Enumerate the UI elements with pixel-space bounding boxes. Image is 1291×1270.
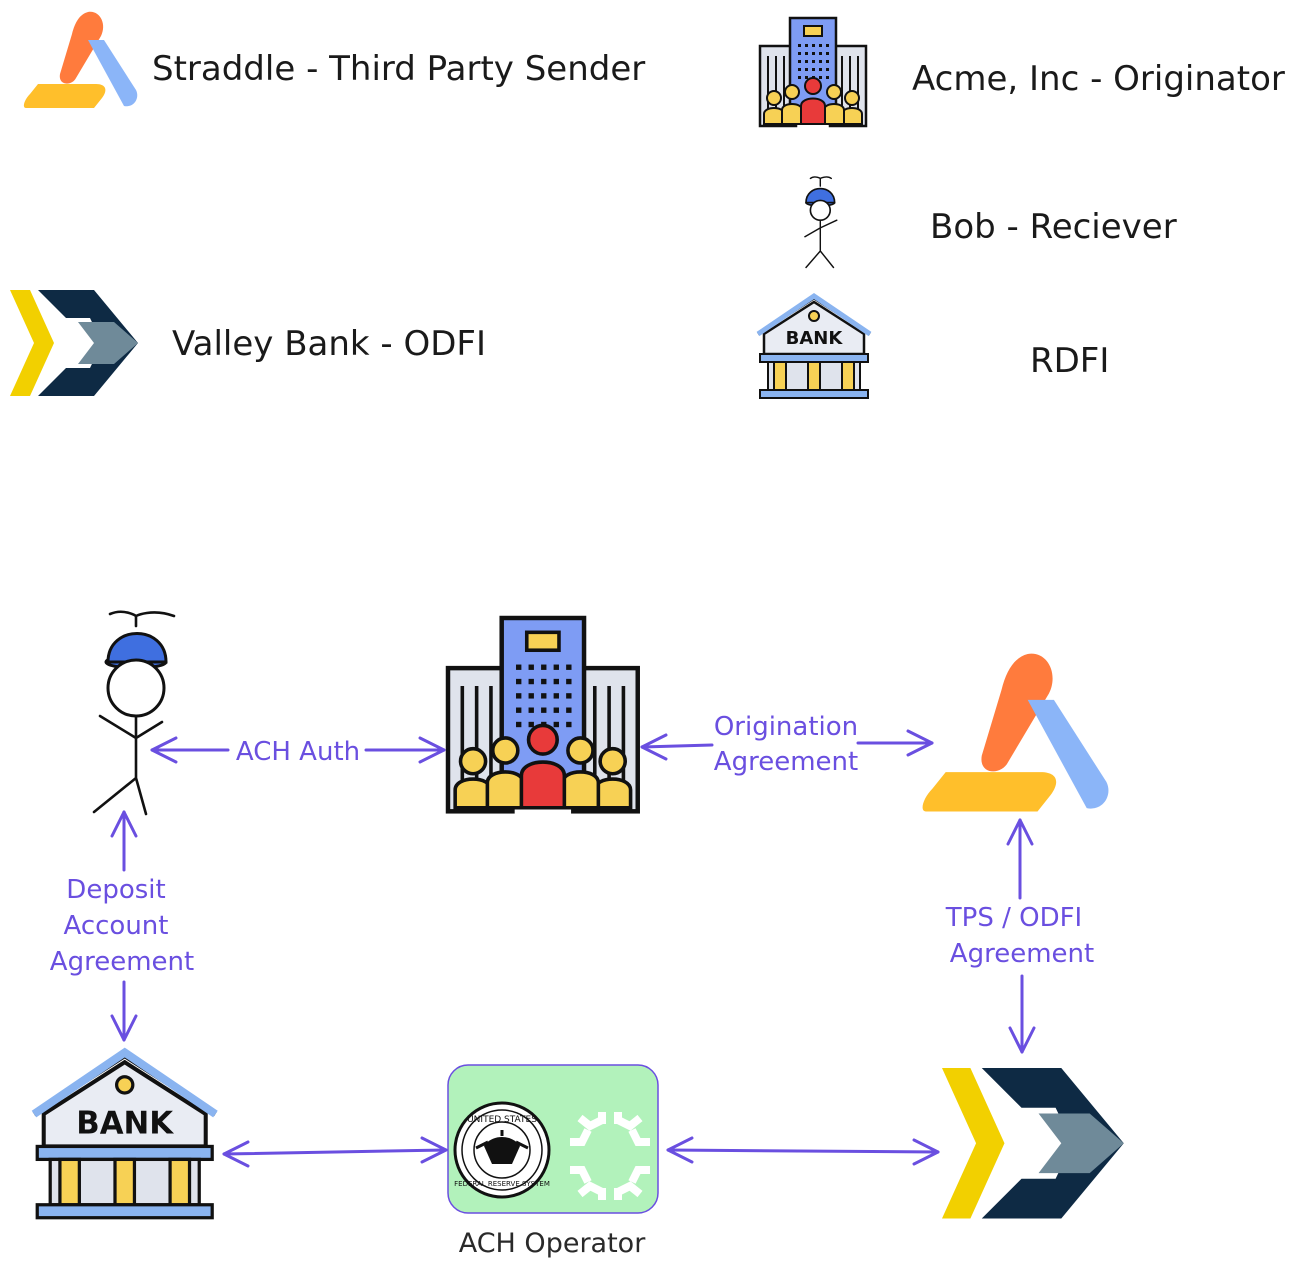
node-third-party-sender	[922, 653, 1109, 812]
straddle-logo-icon	[23, 11, 138, 109]
ach-operator-label: ACH Operator	[459, 1228, 646, 1259]
legend-bob-label: Bob - Reciever	[930, 207, 1177, 247]
node-ach-operator: UNITED STATES FEDERAL RESERVE SYSTEM	[447, 1064, 659, 1214]
node-odfi	[942, 1068, 1124, 1219]
edge-ach-auth: ACH Auth	[150, 736, 446, 767]
edge-ach-auth-label: ACH Auth	[236, 737, 360, 767]
legend-rdfi-label: RDFI	[1030, 341, 1109, 381]
edge-ach-operator-odfi	[666, 1136, 940, 1166]
legend-straddle-label: Straddle - Third Party Sender	[152, 49, 645, 89]
bank-sign-text: BANK	[786, 328, 844, 349]
node-receiver	[92, 610, 176, 816]
edge-tps-line-1: TPS / ODFI	[945, 903, 1082, 933]
seal-top-text: UNITED STATES	[467, 1115, 537, 1125]
valley-bank-logo-icon	[10, 290, 138, 396]
bank-sign-text: BANK	[76, 1105, 174, 1141]
legend: Straddle - Third Party Sender Acme, Inc …	[10, 11, 1285, 398]
edge-deposit-account-agreement: Deposit Account Agreement	[50, 810, 194, 1042]
seal-bottom-text: FEDERAL RESERVE SYSTEM	[454, 1180, 550, 1188]
office-building-icon	[758, 16, 868, 128]
edge-deposit-line-1: Deposit	[66, 875, 165, 905]
node-originator	[448, 618, 638, 811]
edge-origination-line-1: Origination	[714, 712, 858, 742]
node-rdfi: BANK	[34, 1052, 215, 1217]
stick-figure-icon	[804, 176, 838, 269]
federal-reserve-seal-icon: UNITED STATES FEDERAL RESERVE SYSTEM	[453, 1101, 551, 1199]
legend-acme-label: Acme, Inc - Originator	[912, 59, 1285, 99]
edge-tps-odfi-agreement: TPS / ODFI Agreement	[945, 818, 1094, 1054]
edge-tps-line-2: Agreement	[950, 939, 1094, 969]
nacha-logo-icon	[570, 1112, 650, 1200]
edge-rdfi-ach-operator	[222, 1136, 448, 1168]
bank-icon: BANK	[758, 296, 870, 398]
edge-origination-line-2: Agreement	[714, 747, 858, 777]
legend-valley-label: Valley Bank - ODFI	[172, 324, 486, 364]
edge-origination-agreement: Origination Agreement	[640, 712, 934, 777]
edge-deposit-line-3: Agreement	[50, 947, 194, 977]
edge-deposit-line-2: Account	[64, 911, 169, 941]
